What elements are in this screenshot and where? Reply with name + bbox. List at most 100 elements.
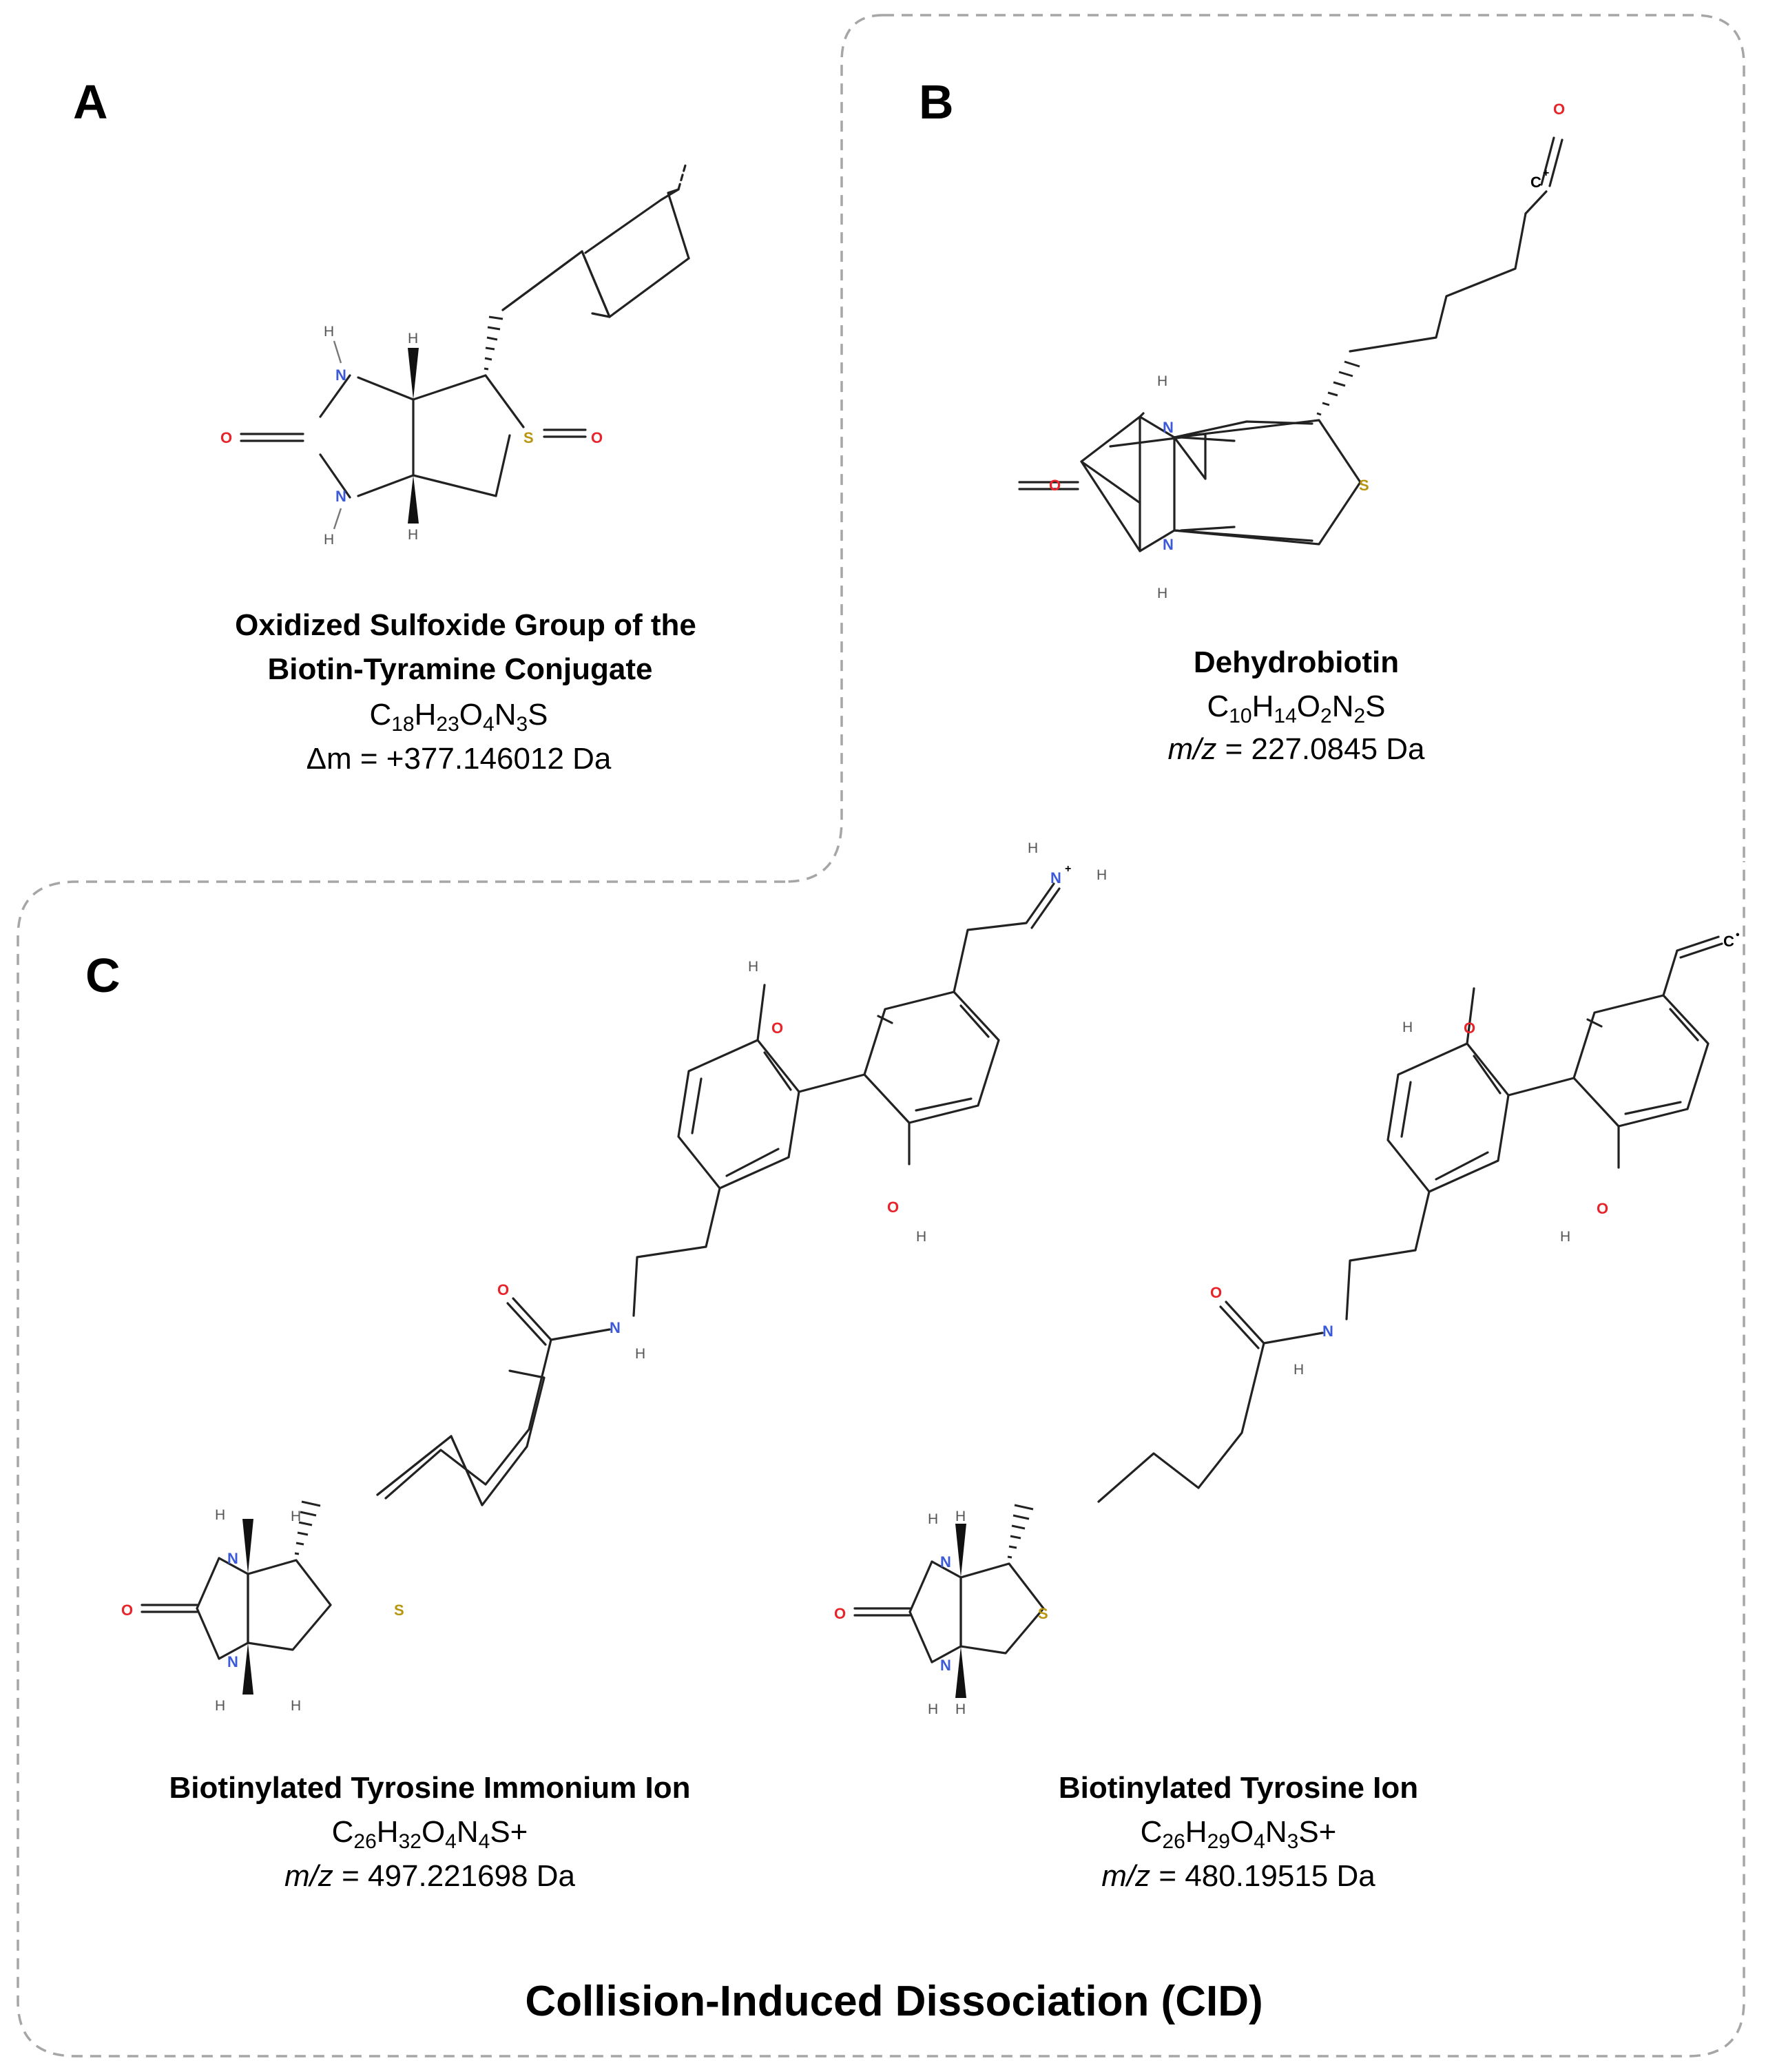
atom-n: N bbox=[227, 1653, 238, 1670]
formula-element: C bbox=[369, 698, 391, 732]
panel-b-name: Dehydrobiotin bbox=[1194, 645, 1399, 679]
panel-c-left-formula: C26H32O4N4S+ bbox=[332, 1815, 528, 1853]
panel-c-right-mass-value: = 480.19515 Da bbox=[1150, 1859, 1375, 1893]
atom-h: H bbox=[291, 1509, 301, 1524]
formula-element: N bbox=[495, 698, 517, 732]
atom-n: N bbox=[335, 488, 346, 505]
panel-c-right-name: Biotinylated Tyrosine Ion bbox=[1059, 1771, 1418, 1805]
atom-h: H bbox=[928, 1701, 938, 1717]
formula-subscript: 23 bbox=[436, 713, 459, 736]
atom-o: O bbox=[121, 1602, 133, 1619]
panel-b-mass-value: = 227.0845 Da bbox=[1216, 732, 1425, 766]
panel-c-border bbox=[17, 861, 1745, 2058]
atom-h: H bbox=[928, 1511, 938, 1527]
panel-a-name-line2: Biotin-Tyramine Conjugate bbox=[268, 652, 653, 686]
formula-element: N bbox=[457, 1815, 479, 1849]
atom-o: O bbox=[1210, 1284, 1222, 1301]
atom-n: N bbox=[1163, 419, 1174, 436]
atom-o: O bbox=[591, 429, 603, 446]
formula-element: O bbox=[422, 1815, 445, 1849]
atom-o: O bbox=[220, 429, 232, 446]
formula-element: O bbox=[1297, 690, 1320, 723]
panel-c-right-mass: m/z = 480.19515 Da bbox=[1101, 1859, 1375, 1893]
formula-subscript: 2 bbox=[1353, 705, 1365, 727]
atom-h: H bbox=[1028, 840, 1038, 856]
panel-a-name-line1: Oxidized Sulfoxide Group of the bbox=[235, 608, 696, 642]
formula-subscript: 26 bbox=[1162, 1830, 1185, 1853]
panel-c-left-name: Biotinylated Tyrosine Immonium Ion bbox=[169, 1771, 690, 1805]
atom-h: H bbox=[635, 1346, 645, 1362]
atom-radical: • bbox=[1736, 929, 1740, 941]
atom-s: S bbox=[1038, 1605, 1048, 1622]
formula-element: O bbox=[1230, 1815, 1254, 1849]
formula-subscript: 29 bbox=[1207, 1830, 1230, 1853]
formula-element: O bbox=[459, 698, 483, 732]
formula-element: S+ bbox=[1298, 1815, 1336, 1849]
atom-h: H bbox=[408, 331, 418, 346]
panel-c-left-mass: m/z = 497.221698 Da bbox=[284, 1859, 575, 1893]
atom-n: N bbox=[227, 1550, 238, 1567]
atom-h: H bbox=[955, 1701, 966, 1717]
atom-h: H bbox=[1560, 1229, 1570, 1245]
formula-subscript: 4 bbox=[1254, 1830, 1265, 1853]
formula-subscript: 18 bbox=[391, 713, 414, 736]
formula-element: S bbox=[528, 698, 548, 732]
atom-n: N bbox=[940, 1657, 951, 1674]
formula-element: H bbox=[377, 1815, 399, 1849]
atom-h: H bbox=[955, 1509, 966, 1524]
atom-o: O bbox=[1553, 101, 1565, 118]
formula-element: C bbox=[1141, 1815, 1163, 1849]
atom-s: S bbox=[523, 429, 534, 446]
panel-a-mass-value: = +377.146012 Da bbox=[352, 742, 612, 776]
atom-h: H bbox=[324, 324, 334, 340]
atom-h: H bbox=[215, 1698, 225, 1714]
atom-o: O bbox=[497, 1281, 509, 1298]
panel-b-border bbox=[785, 14, 1745, 883]
formula-element: C bbox=[332, 1815, 354, 1849]
atom-h: H bbox=[1294, 1362, 1304, 1378]
panel-b-formula: C10H14O2N2S bbox=[1207, 690, 1385, 727]
atom-s: S bbox=[1359, 477, 1369, 494]
formula-element: N bbox=[1265, 1815, 1287, 1849]
panel-c-right-mass-symbol: m/z bbox=[1101, 1859, 1150, 1893]
atom-h: H bbox=[1157, 586, 1167, 601]
atom-o: O bbox=[1049, 477, 1061, 494]
formula-subscript: 4 bbox=[483, 713, 495, 736]
panel-a-formula: C18H23O4N3S bbox=[369, 698, 548, 736]
atom-h: H bbox=[324, 532, 334, 548]
atom-o: O bbox=[834, 1605, 846, 1622]
atom-charge: + bbox=[1543, 167, 1549, 179]
atom-h: H bbox=[748, 959, 758, 975]
atom-n: N bbox=[610, 1319, 621, 1336]
formula-element: S bbox=[1365, 690, 1385, 723]
formula-subscript: 3 bbox=[516, 713, 528, 736]
formula-subscript: 4 bbox=[445, 1830, 457, 1853]
formula-element: S+ bbox=[490, 1815, 528, 1849]
atom-o: O bbox=[1597, 1200, 1608, 1217]
panel-c-right-formula: C26H29O4N3S+ bbox=[1141, 1815, 1337, 1853]
formula-subscript: 10 bbox=[1229, 705, 1251, 727]
atom-h: H bbox=[291, 1698, 301, 1714]
atom-h: H bbox=[1157, 373, 1167, 389]
atom-h: H bbox=[408, 527, 418, 543]
panel-b-mass-symbol: m/z bbox=[1167, 732, 1216, 766]
atom-s: S bbox=[394, 1602, 404, 1619]
structure-b: N N O S C + O H H bbox=[1018, 101, 1565, 601]
formula-element: H bbox=[1185, 1815, 1207, 1849]
formula-element: N bbox=[1332, 690, 1354, 723]
formula-subscript: 2 bbox=[1320, 705, 1332, 727]
panel-label-c: C bbox=[85, 949, 121, 1002]
structure-a: N N O S O H H H H bbox=[220, 164, 690, 548]
formula-subscript: 14 bbox=[1274, 705, 1296, 727]
formula-subscript: 3 bbox=[1287, 1830, 1299, 1853]
atom-h: H bbox=[215, 1507, 225, 1523]
structure-c-right: N N O S O N O O C • H H H H H H H bbox=[834, 929, 1740, 1717]
atom-c: C bbox=[1723, 933, 1734, 950]
panel-label-b: B bbox=[919, 75, 954, 129]
atom-n: N bbox=[940, 1553, 951, 1571]
atom-o: O bbox=[1464, 1019, 1475, 1037]
formula-element: C bbox=[1207, 690, 1229, 723]
atom-n: N bbox=[1050, 869, 1061, 887]
panel-label-a: A bbox=[73, 75, 108, 129]
atom-o: O bbox=[771, 1019, 783, 1037]
